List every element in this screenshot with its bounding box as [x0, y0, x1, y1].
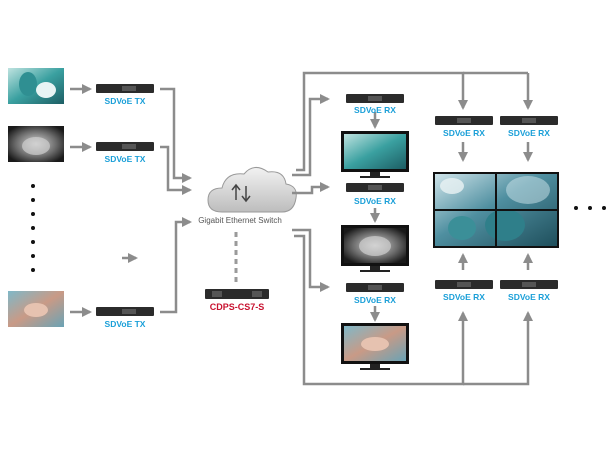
rx-device-2: [346, 183, 404, 192]
controller-device: [205, 289, 269, 299]
xray-monitor: [341, 225, 409, 272]
source-thumbnail-surgery: [8, 68, 64, 104]
cloud-switch-icon: [207, 167, 297, 213]
source-to-tx-arrows: [70, 84, 138, 317]
rx-wall-device-top-left: [435, 116, 493, 125]
rx-wall-label-bottom-left: SDVoE RX: [443, 292, 485, 302]
rx-label-2: SDVoE RX: [354, 196, 396, 206]
controller-label: CDPS-CS7-S: [209, 302, 265, 312]
rx-wall-label-top-right: SDVoE RX: [508, 128, 550, 138]
rx-wall-label-bottom-right: SDVoE RX: [508, 292, 550, 302]
operation-monitor: [341, 323, 409, 370]
rx-device-3: [346, 283, 404, 292]
tx-device-3: [96, 307, 154, 316]
rx-label-3: SDVoE RX: [354, 295, 396, 305]
rx-device-1: [346, 94, 404, 103]
ellipsis-vertical: [31, 184, 35, 272]
ellipsis-horizontal: [574, 206, 606, 210]
switch-label: Gigabit Ethernet Switch: [198, 216, 282, 225]
rx-wall-device-top-right: [500, 116, 558, 125]
rx-wall-label-top-left: SDVoE RX: [443, 128, 485, 138]
rx-wall-device-bottom-left: [435, 280, 493, 289]
surgery-monitor: [341, 131, 409, 178]
tx-device-1: [96, 84, 154, 93]
tx-label-2: SDVoE TX: [104, 154, 146, 164]
tx-label-1: SDVoE TX: [104, 96, 146, 106]
rx-label-1: SDVoE RX: [354, 105, 396, 115]
video-wall: [433, 172, 559, 248]
tx-to-switch-connectors: [160, 87, 192, 314]
tx-label-3: SDVoE TX: [104, 319, 146, 329]
rx-wall-device-bottom-right: [500, 280, 558, 289]
source-thumbnail-xray: [8, 126, 64, 162]
tx-device-2: [96, 142, 154, 151]
source-thumbnail-operation: [8, 291, 64, 327]
switch-to-rx-connectors: [292, 71, 533, 386]
